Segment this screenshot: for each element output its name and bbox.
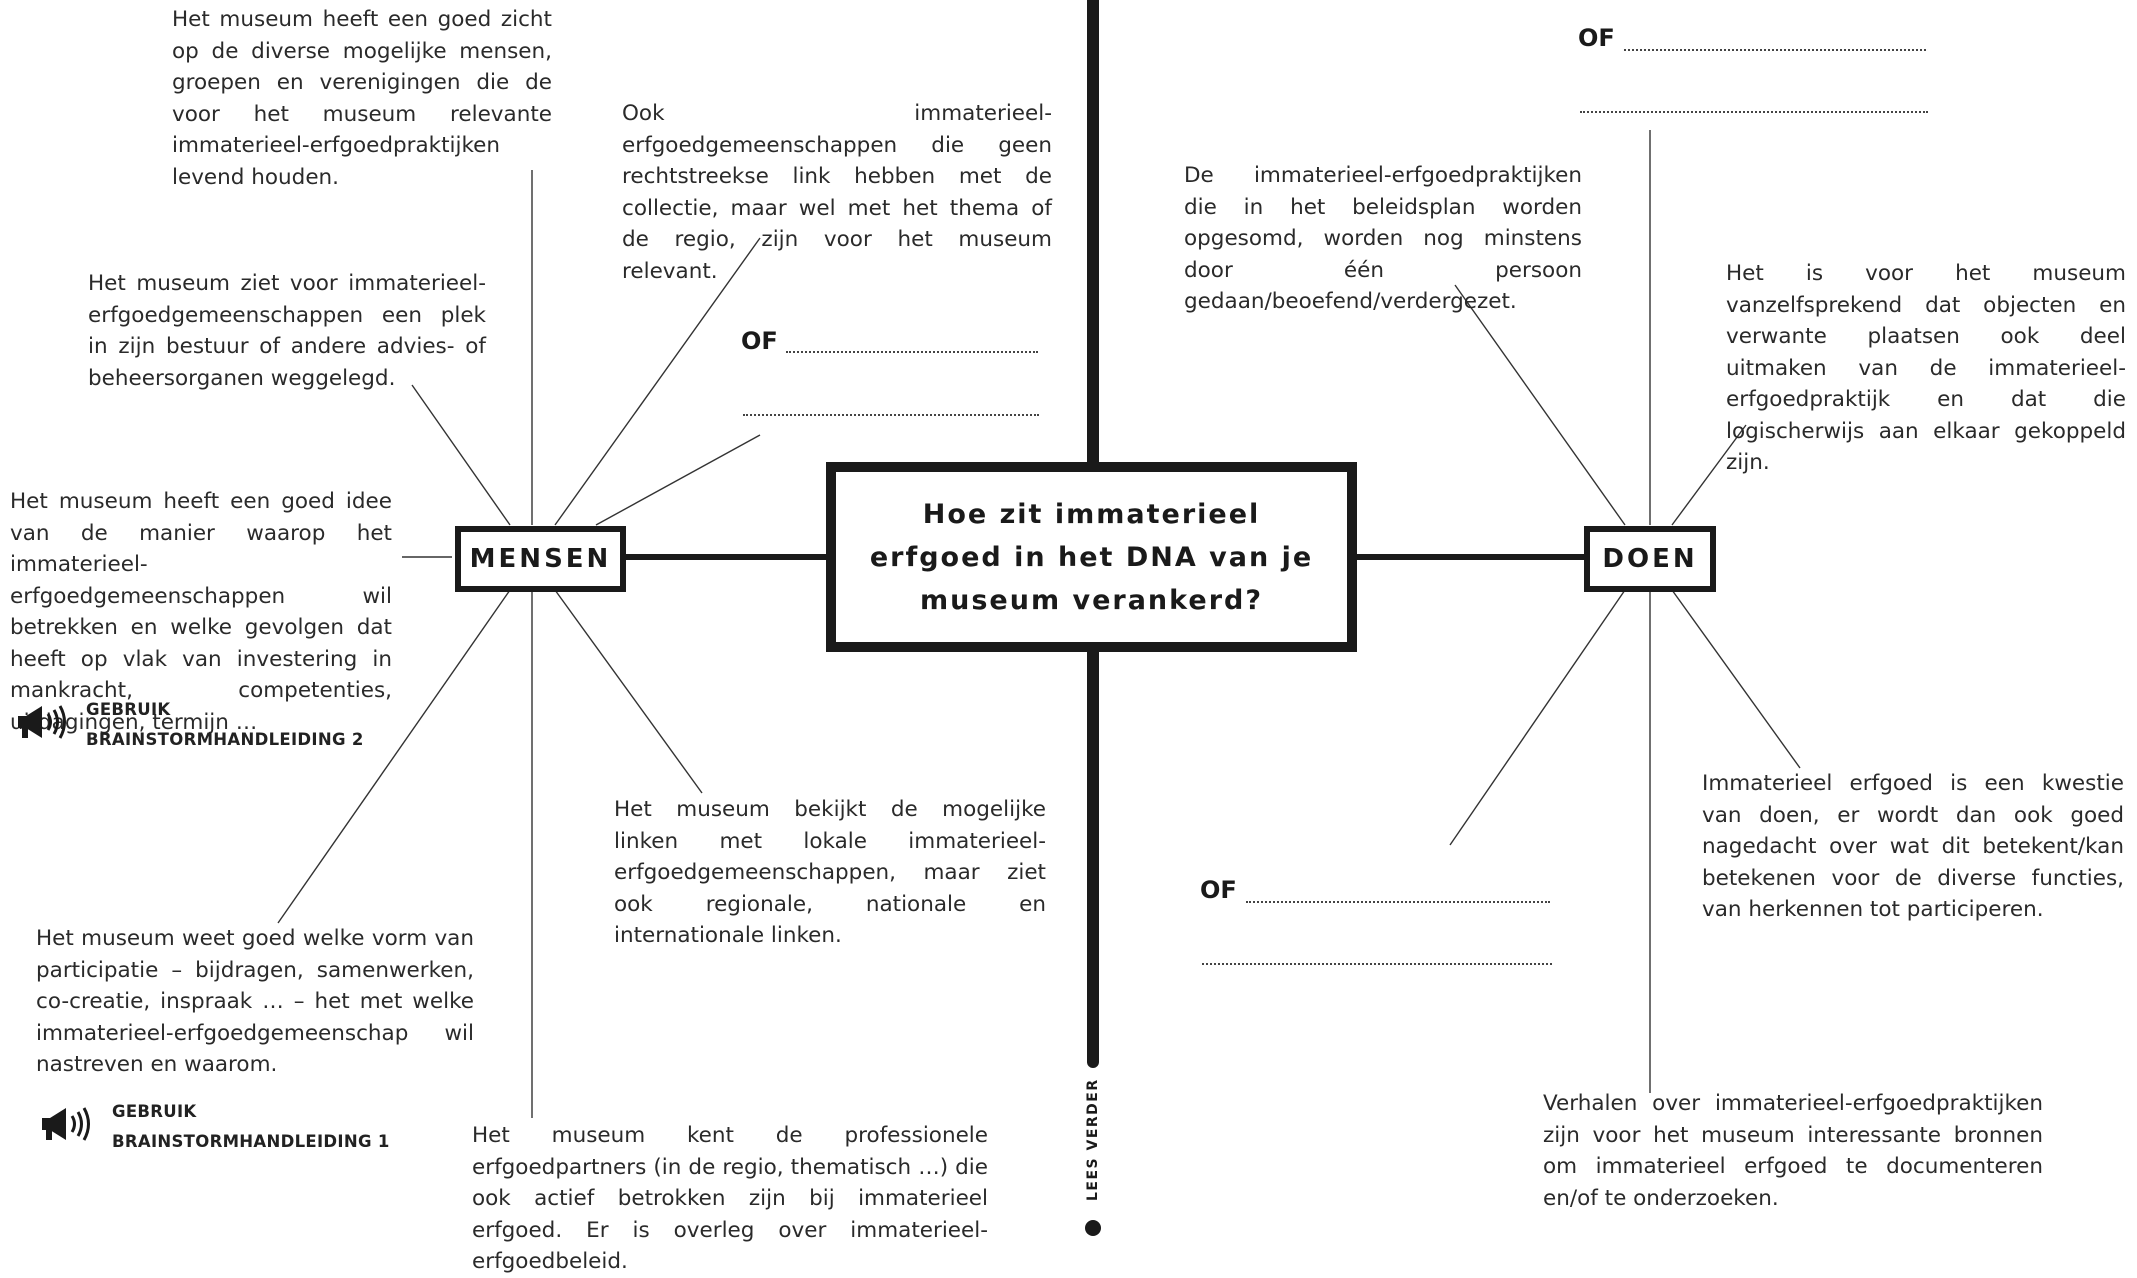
doen-item-beleidsplan: De immaterieel-erfgoedpraktijken die in …: [1184, 163, 1582, 314]
doen-item-verhalen: Verhalen over immaterieel-erfgoedpraktij…: [1543, 1091, 2043, 1211]
of-blank-doen-bottom-1[interactable]: [1246, 901, 1550, 903]
hub-mensen-label: MENSEN: [469, 544, 612, 574]
of-label-mensen: OF: [741, 327, 778, 355]
lees-verder-link[interactable]: LEES VERDER: [1078, 1070, 1108, 1210]
of-blank-doen-bottom-2[interactable]: [1202, 963, 1552, 965]
mensen-item-plek: Het museum ziet voor immaterieel-erf­goe…: [88, 271, 486, 391]
mensen-item-zicht: Het museum heeft een goed zicht op de di…: [172, 7, 552, 190]
mensen-item-partners: Het museum kent de professionele erfgoed…: [472, 1123, 988, 1274]
of-blank-doen-top-2[interactable]: [1580, 111, 1928, 113]
megaphone-icon: [18, 705, 66, 739]
of-label-doen-bottom: OF: [1200, 876, 1237, 904]
brainstorm-hint-2-line2: BRAINSTORMHANDLEIDING 2: [86, 730, 364, 749]
central-question-box: Hoe zit immaterieel erfgoed in het DNA v…: [826, 462, 1357, 652]
hub-mensen: MENSEN: [455, 526, 626, 592]
brainstorm-hint-1-line1: GEBRUIK: [112, 1102, 197, 1121]
megaphone-icon: [42, 1107, 90, 1141]
of-label-doen-top: OF: [1578, 24, 1615, 52]
doen-item-kwestie: Immaterieel erfgoed is een kwestie van d…: [1702, 771, 2124, 922]
of-blank-mensen-2[interactable]: [743, 414, 1039, 416]
mindmap-connectors: [277, 0, 1801, 1236]
brainstorm-hint-1: GEBRUIK BRAINSTORMHANDLEIDING 1: [112, 1097, 390, 1157]
doen-item-objecten: Het is voor het museum vanzelfspre­kend …: [1726, 261, 2126, 475]
mensen-item-idee: Het museum heeft een goed idee van de ma…: [10, 489, 392, 735]
of-blank-mensen-1[interactable]: [786, 351, 1038, 353]
mensen-item-linken: Het museum bekijkt de mogelijke linken m…: [614, 797, 1046, 948]
brainstorm-hint-2: GEBRUIK BRAINSTORMHANDLEIDING 2: [86, 695, 364, 755]
mensen-item-ook: Ook immaterieel-erfgoedgemeenschap­pen d…: [622, 101, 1052, 284]
hub-doen: DOEN: [1584, 526, 1716, 592]
brainstorm-hint-2-line1: GEBRUIK: [86, 700, 171, 719]
hub-doen-label: DOEN: [1602, 544, 1698, 574]
brainstorm-hint-1-line2: BRAINSTORMHANDLEIDING 1: [112, 1132, 390, 1151]
central-question: Hoe zit immaterieel erfgoed in het DNA v…: [869, 498, 1314, 616]
of-blank-doen-top-1[interactable]: [1624, 49, 1926, 51]
lees-verder-label: LEES VERDER: [1085, 1078, 1101, 1202]
mensen-item-vorm: Het museum weet goed welke vorm van part…: [36, 926, 474, 1077]
